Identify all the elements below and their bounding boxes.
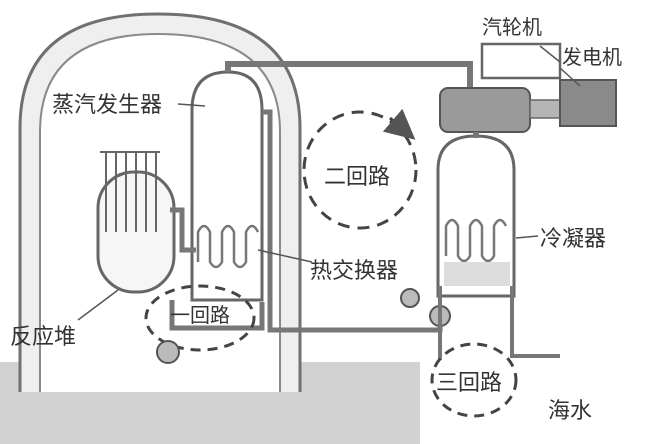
label-tertiary-loop: 三回路 xyxy=(436,371,502,396)
label-condenser: 冷凝器 xyxy=(540,227,606,252)
secondary-loop-circle xyxy=(302,110,418,230)
turbine-housing xyxy=(480,42,562,80)
primary-loop-pipe-hot xyxy=(170,207,196,253)
label-heat-exchanger: 热交换器 xyxy=(310,259,398,284)
label-secondary-loop: 二回路 xyxy=(324,165,390,190)
control-rods xyxy=(100,151,160,232)
steam-generator-coil xyxy=(196,224,260,269)
seawater-pipe-out xyxy=(510,286,560,358)
label-primary-loop: 一回路 xyxy=(170,303,230,327)
label-reactor: 反应堆 xyxy=(10,325,76,350)
primary-loop-circle xyxy=(144,284,256,352)
secondary-pump xyxy=(400,288,420,308)
condenser-coil xyxy=(444,218,508,263)
tertiary-loop-circle xyxy=(430,342,518,418)
turbine-shaft xyxy=(529,99,561,119)
secondary-loop-arrow xyxy=(382,108,416,140)
label-steam-generator: 蒸汽发生器 xyxy=(52,93,162,118)
turbine-rotor xyxy=(439,87,531,133)
label-seawater: 海水 xyxy=(548,399,592,424)
leader-lines xyxy=(77,45,581,321)
label-generator: 发电机 xyxy=(562,45,622,69)
steam-pipe xyxy=(225,61,473,96)
generator-body xyxy=(559,79,617,127)
condenser-water xyxy=(444,262,510,286)
primary-loop-pipe-cold xyxy=(169,300,265,331)
primary-pump xyxy=(156,340,180,364)
label-turbine: 汽轮机 xyxy=(482,15,542,39)
